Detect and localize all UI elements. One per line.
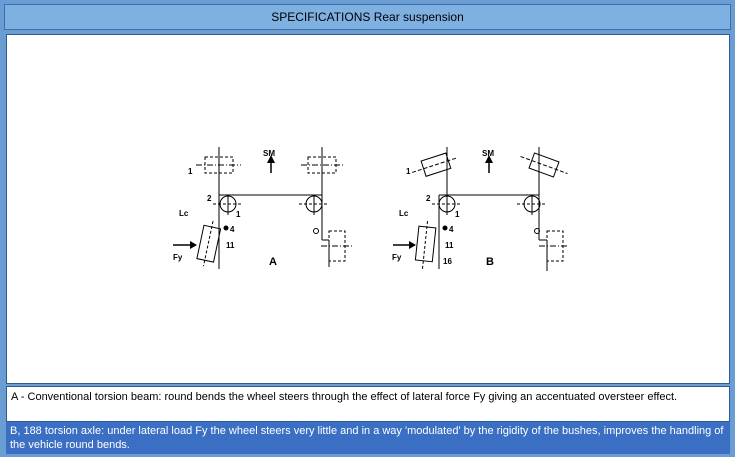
label-fy: Fy — [392, 253, 402, 262]
label-1: 1 — [236, 210, 241, 219]
sm-arrow-icon — [267, 155, 275, 163]
label-lc: Lc — [399, 209, 409, 218]
caption-item-b-selected[interactable]: B, 188 torsion axle: under lateral load … — [6, 422, 730, 454]
label-1: 1 — [188, 167, 193, 176]
label-1: 1 — [455, 210, 460, 219]
label-2: 2 — [207, 194, 212, 203]
label-11: 11 — [445, 241, 454, 250]
label-2: 2 — [426, 194, 431, 203]
label-1: 1 — [406, 167, 411, 176]
fy-arrow-icon — [409, 241, 416, 249]
label-16: 16 — [443, 257, 452, 266]
caption-item-a[interactable]: A - Conventional torsion beam: round ben… — [6, 386, 730, 422]
label-11: 11 — [226, 241, 235, 250]
label-fy: Fy — [173, 253, 183, 262]
suspension-diagram: SM 1 2 1 Lc 4 11 Fy A SM 1 2 1 Lc 4 11 1… — [173, 147, 569, 271]
diagram-b — [393, 147, 569, 271]
label-lc: Lc — [179, 209, 189, 218]
label-4: 4 — [449, 225, 454, 234]
diagram-a — [173, 147, 352, 269]
label-sm: SM — [482, 149, 494, 158]
label-4: 4 — [230, 225, 235, 234]
figure-panel: SM 1 2 1 Lc 4 11 Fy A SM 1 2 1 Lc 4 11 1… — [6, 34, 730, 384]
window-title: SPECIFICATIONS Rear suspension — [4, 4, 731, 30]
diagram-a-letter: A — [269, 256, 277, 268]
diagram-b-letter: B — [486, 256, 494, 268]
sm-arrow-icon — [485, 155, 493, 163]
fy-arrow-icon — [190, 241, 197, 249]
label-sm: SM — [263, 149, 275, 158]
